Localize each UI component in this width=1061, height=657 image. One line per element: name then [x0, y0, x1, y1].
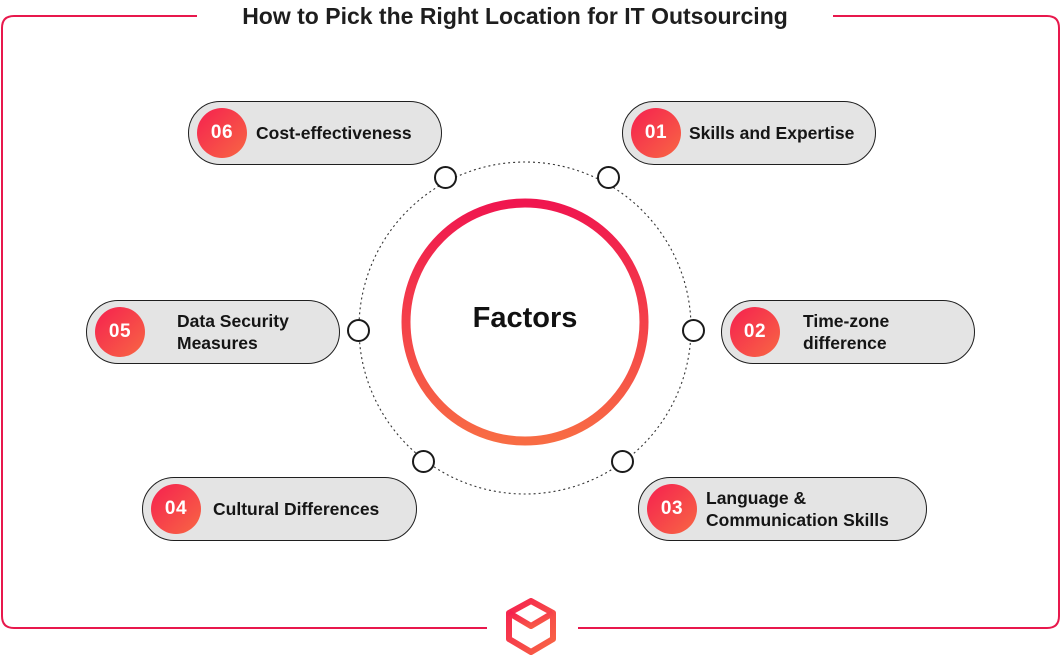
factor-badge-01: 01 — [631, 108, 681, 158]
factor-badge-04: 04 — [151, 484, 201, 534]
factor-label-03-line1: Language & — [706, 488, 807, 508]
orbit-node-04 — [412, 450, 435, 473]
orbit-node-02 — [682, 319, 705, 342]
factor-pill-02: 02 Time-zone difference — [721, 300, 975, 364]
factor-pill-01: 01 Skills and Expertise — [622, 101, 876, 165]
center-ring — [401, 198, 649, 446]
factor-badge-02: 02 — [730, 307, 780, 357]
factor-badge-06: 06 — [197, 108, 247, 158]
factor-label-06: Cost-effectiveness — [256, 123, 412, 143]
factor-pill-05: 05 Data Security Measures — [86, 300, 340, 364]
orbit-node-01 — [597, 166, 620, 189]
frame-border — [1, 15, 487, 629]
orbit-node-06 — [434, 166, 457, 189]
factor-label-02-line2: difference — [803, 333, 887, 353]
cube-logo-icon — [506, 598, 556, 655]
factor-pill-03: 03 Language & Communication Skills — [638, 477, 927, 541]
orbit-node-03 — [611, 450, 634, 473]
factor-label-05-line2: Measures — [177, 333, 258, 353]
factor-label-03-line2: Communication Skills — [706, 510, 889, 530]
factor-badge-05: 05 — [95, 307, 145, 357]
factor-pill-06: 06 Cost-effectiveness — [188, 101, 442, 165]
factor-pill-04: 04 Cultural Differences — [142, 477, 417, 541]
factor-badge-03: 03 — [647, 484, 697, 534]
factor-label-05-line1: Data Security — [177, 311, 289, 331]
orbit-node-05 — [347, 319, 370, 342]
center-label: Factors — [472, 302, 578, 334]
factor-label-02-line1: Time-zone — [803, 311, 890, 331]
frame-border-right — [578, 15, 1060, 629]
factor-label-01: Skills and Expertise — [689, 123, 855, 143]
page-title: How to Pick the Right Location for IT Ou… — [242, 3, 788, 29]
factor-label-04: Cultural Differences — [213, 499, 380, 519]
